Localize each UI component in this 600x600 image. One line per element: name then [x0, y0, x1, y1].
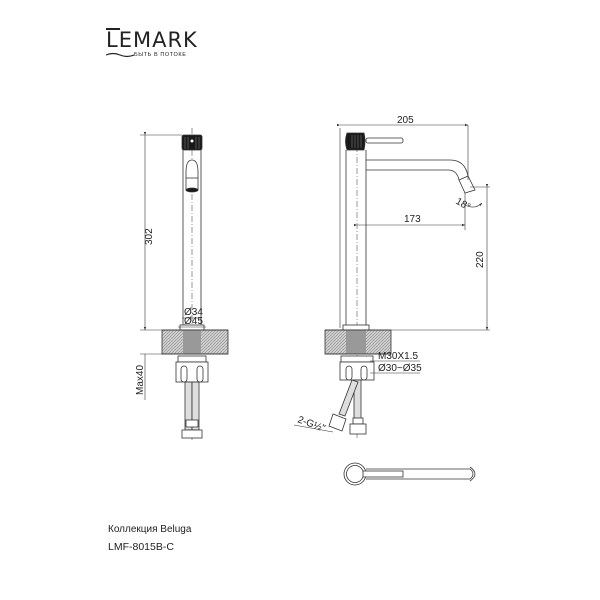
front-view — [324, 132, 476, 440]
top-view — [343, 462, 476, 486]
side-view-dimensions — [140, 132, 206, 400]
max-40-label: Max40 — [135, 365, 146, 395]
front-view-dimensions — [293, 123, 490, 433]
spout-173-label: 173 — [404, 214, 421, 225]
brand-name: LEMARK — [106, 28, 198, 52]
height-220-label: 220 — [475, 251, 486, 268]
logo-overline — [106, 28, 120, 30]
logo-wave-icon — [106, 52, 134, 58]
brand-logo: LEMARK БЫТЬ В ПОТОКЕ — [106, 28, 198, 58]
thread-label: M30X1.5 — [378, 351, 418, 362]
height-302-label: 302 — [144, 228, 155, 245]
angle-18-label: 18° — [454, 196, 473, 213]
reach-205-label: 205 — [397, 115, 414, 126]
side-view — [161, 128, 229, 440]
brand-tagline: БЫТЬ В ПОТОКЕ — [134, 52, 187, 58]
diameter-34-label: Ø34 — [184, 307, 203, 318]
model-number: LMF-8015B-C — [108, 541, 174, 553]
hose-thread-label: 2-G½" — [296, 414, 327, 434]
hole-diameter-label: Ø30~Ø35 — [378, 363, 422, 374]
collection-label: Коллекция Beluga — [108, 524, 192, 535]
diameter-45-label: Ø45 — [184, 316, 203, 327]
